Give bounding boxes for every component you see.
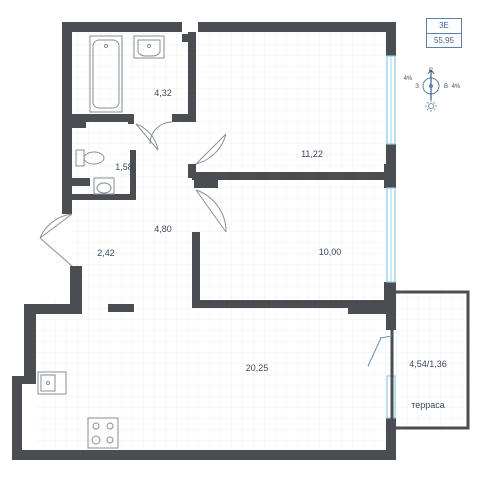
doors: [39, 121, 227, 267]
kitchen-sink: [37, 371, 67, 395]
bathtub: [89, 35, 123, 113]
room-area-bedroom-2: 10,00: [319, 247, 342, 257]
apartment-total-area: 55,95: [433, 36, 455, 45]
toilet-bowl: [75, 149, 105, 167]
compass-west: З: [415, 84, 419, 90]
apartment-type: 3E: [427, 19, 461, 34]
room-name-terrace: терраса: [411, 400, 445, 410]
compass-east-pct: 4%: [452, 84, 461, 90]
sun-icon: [425, 100, 437, 112]
floor-grid: [36, 32, 470, 450]
compass-east: В: [444, 84, 448, 90]
kitchen-stove: [87, 417, 119, 449]
bathroom-sink: [133, 35, 165, 59]
toilet-sink: [93, 177, 115, 195]
room-area-bathroom: 4,32: [154, 88, 172, 98]
terrace: [367, 290, 470, 430]
room-area-entrance: 2,42: [97, 248, 115, 258]
room-area-living-kitchen: 20,25: [246, 363, 269, 373]
compass-north: С: [429, 68, 434, 74]
compass: С З В 4% 4%: [404, 68, 461, 112]
walls: [12, 22, 396, 460]
room-area-toilet: 1,58: [115, 162, 133, 172]
room-area-terrace: 4,54/1,36: [409, 359, 447, 369]
room-area-hall: 4,80: [154, 224, 172, 234]
apartment-badge: 3E 55,95: [426, 18, 462, 48]
compass-west-pct: 4%: [404, 76, 413, 82]
room-area-bedroom-1: 11,22: [301, 149, 323, 159]
